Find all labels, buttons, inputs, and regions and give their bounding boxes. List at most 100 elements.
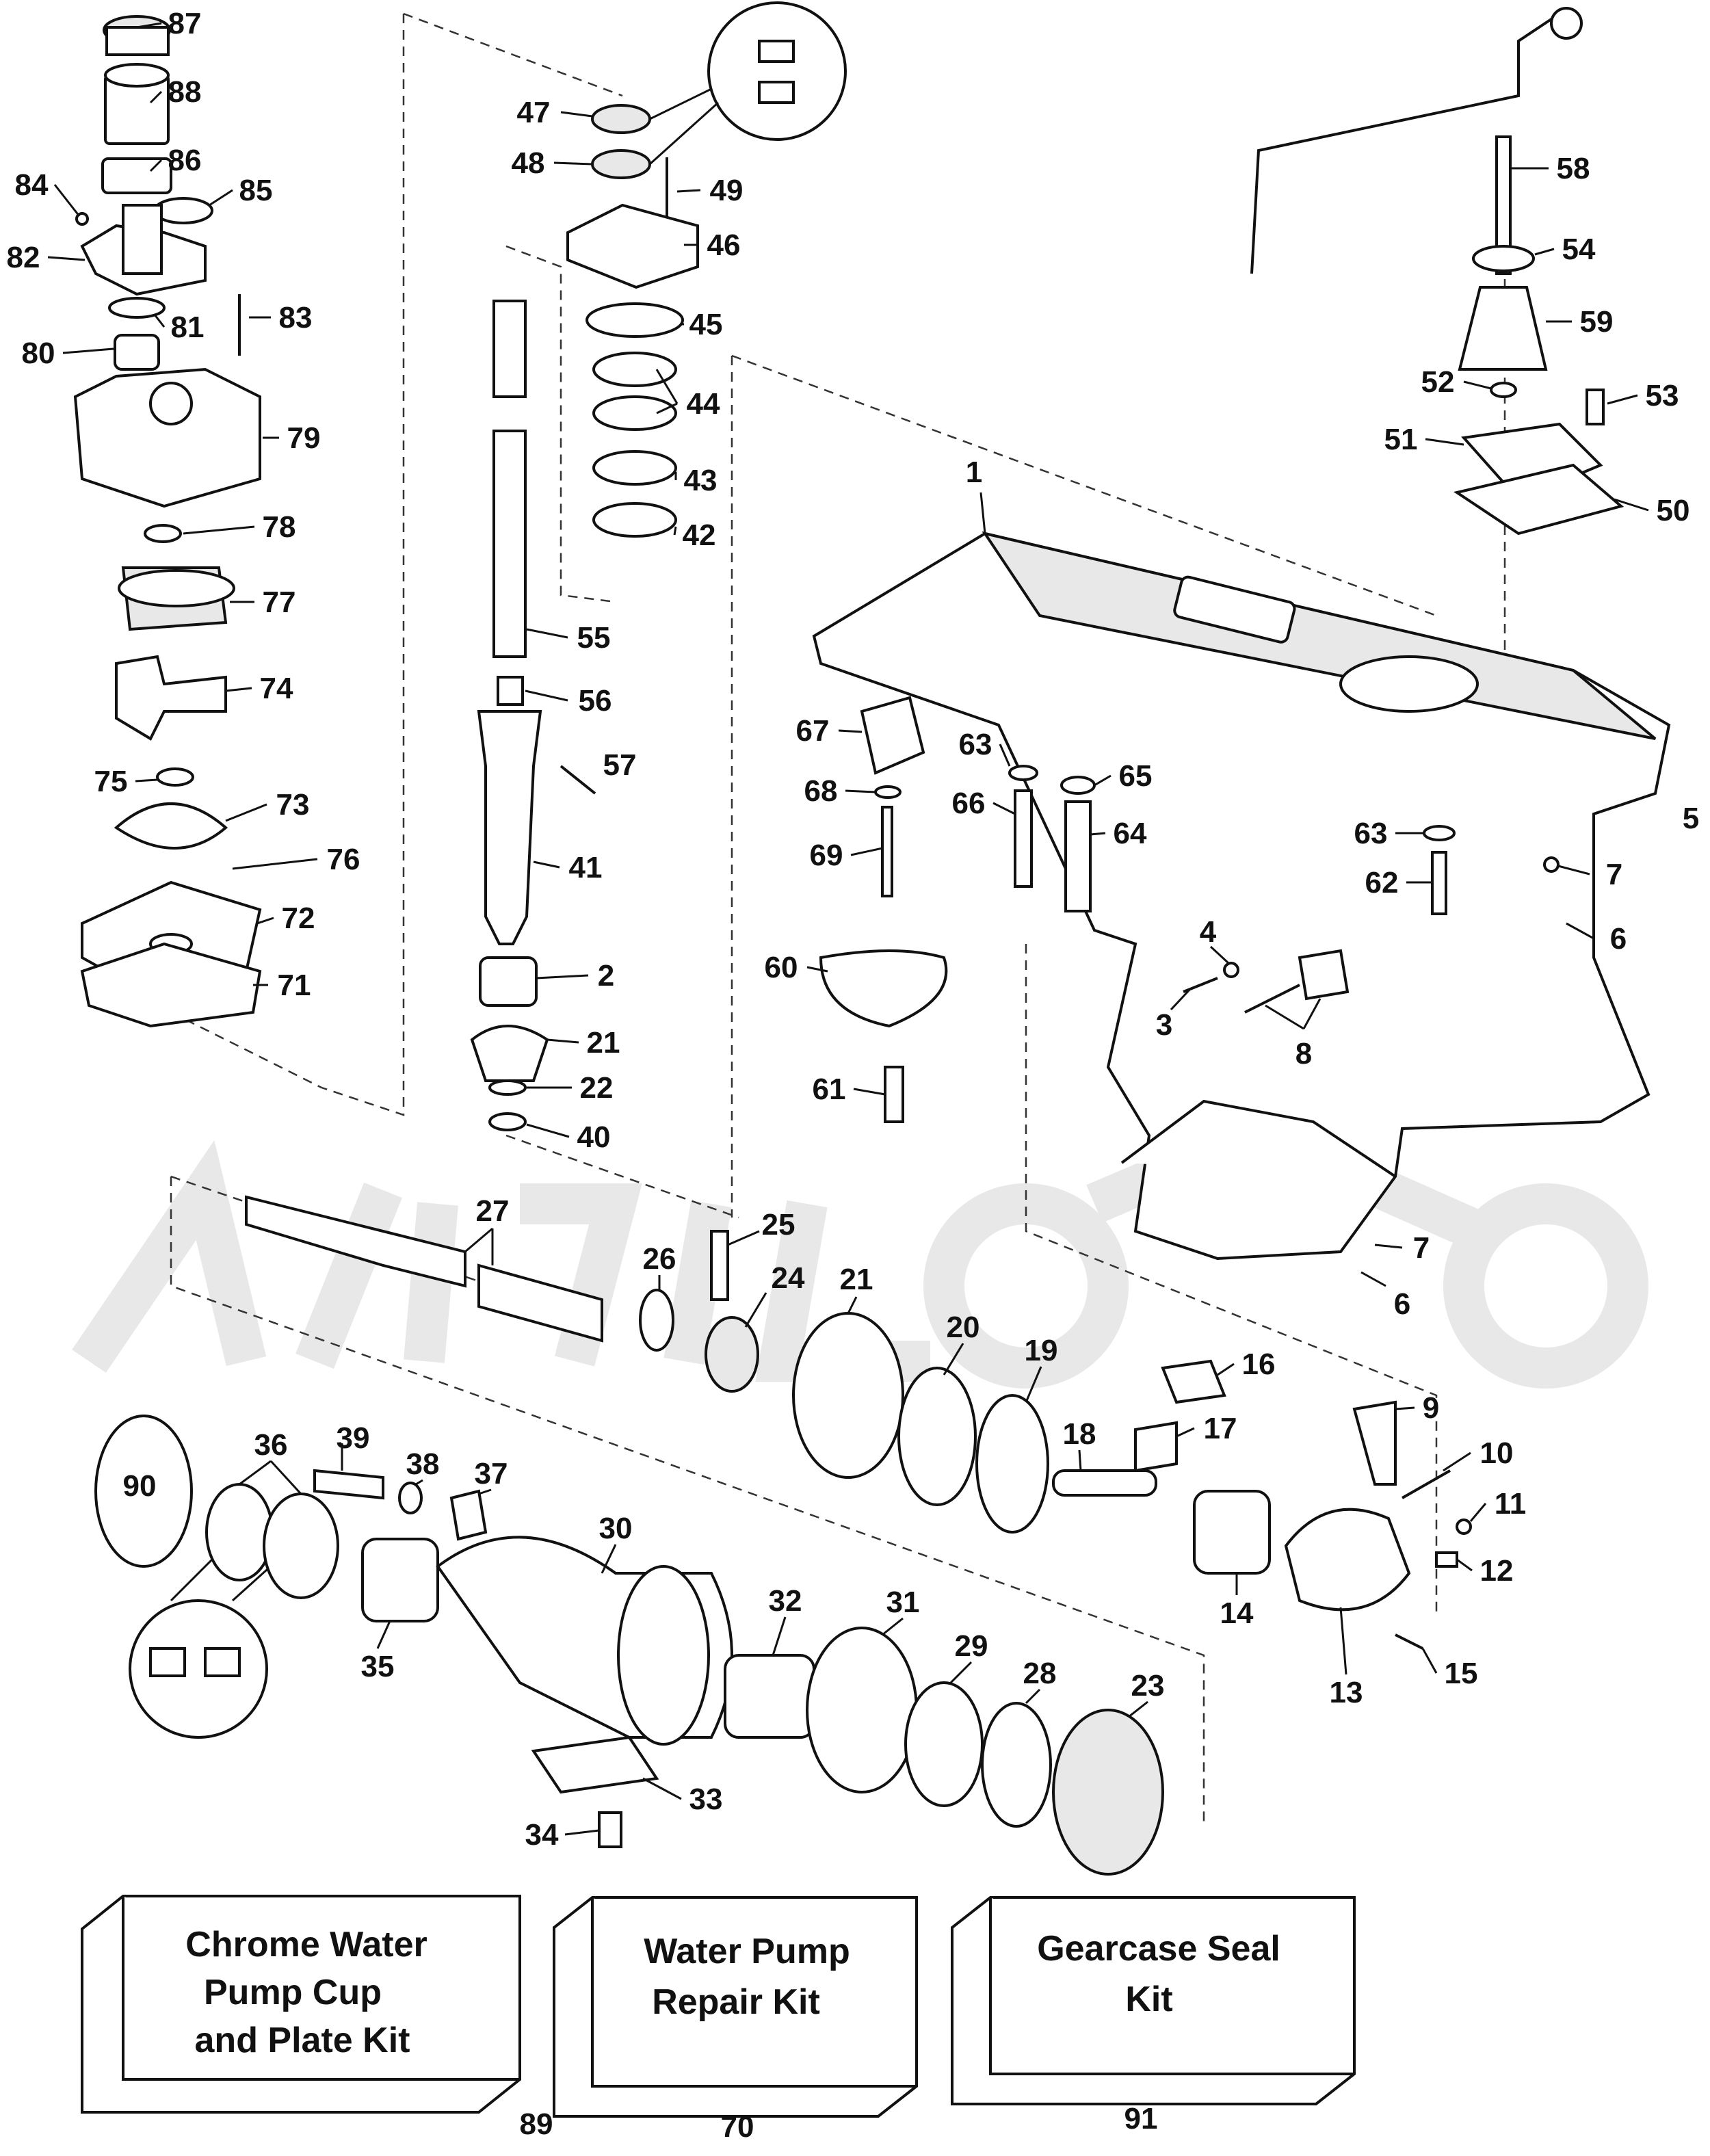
callout-77: 77 [263, 586, 296, 619]
callout-62: 62 [1365, 866, 1399, 899]
kit-91-number: 91 [1124, 2102, 1158, 2135]
seal-detail-callout-bottom [129, 1538, 302, 1739]
callout-51: 51 [1384, 423, 1418, 456]
callout-53: 53 [1646, 379, 1679, 412]
callout-11: 11 [1495, 1487, 1527, 1521]
kit-89-number: 89 [520, 2107, 553, 2141]
callout-75: 75 [94, 765, 128, 798]
kit-89-line-3: and Plate Kit [195, 2021, 410, 2060]
callout-50: 50 [1657, 494, 1690, 527]
callout-47: 47 [517, 96, 551, 129]
callout-32: 32 [769, 1584, 802, 1618]
callout-44: 44 [687, 387, 720, 421]
callout-26: 26 [643, 1242, 676, 1276]
kit-70-line-2: Repair Kit [652, 1982, 820, 2022]
callout-27: 27 [476, 1194, 510, 1228]
misc-hardware [819, 696, 1560, 1123]
callout-8: 8 [1295, 1037, 1312, 1070]
kit-box-70: Water Pump Repair Kit 70 [553, 1896, 918, 2144]
seal-detail-callout-top [648, 1, 847, 166]
callout-16: 16 [1242, 1348, 1276, 1381]
kit-89-line-2: Pump Cup [204, 1973, 382, 2012]
callout-42: 42 [683, 518, 716, 552]
callout-54: 54 [1562, 233, 1596, 266]
callout-31: 31 [886, 1586, 920, 1619]
callout-46: 46 [707, 228, 741, 262]
callout-10: 10 [1480, 1436, 1514, 1470]
callout-13: 13 [1330, 1676, 1363, 1709]
callout-69: 69 [810, 839, 843, 872]
callout-81: 81 [171, 311, 205, 344]
callout-57: 57 [603, 748, 637, 782]
callout-60: 60 [765, 951, 798, 984]
bearing-carrier-row [94, 1415, 1164, 1876]
callout-23: 23 [1131, 1669, 1165, 1703]
kit-70-number: 70 [721, 2110, 754, 2144]
callout-61: 61 [813, 1073, 846, 1106]
callout-56: 56 [579, 684, 612, 718]
callout-33: 33 [689, 1783, 723, 1816]
callout-12: 12 [1480, 1554, 1514, 1588]
callout-74: 74 [260, 672, 293, 705]
callout-63: 63 [1354, 817, 1388, 850]
callout-88: 88 [168, 75, 202, 109]
callout-66: 66 [952, 787, 986, 820]
leader-lines [47, 22, 1649, 1836]
kit-91-line-1: Gearcase Seal [1037, 1929, 1280, 1969]
callout-52: 52 [1421, 365, 1455, 399]
callout-29: 29 [955, 1629, 988, 1663]
callout-49: 49 [710, 174, 744, 207]
callout-59: 59 [1580, 305, 1614, 339]
callout-64: 64 [1114, 817, 1147, 850]
callout-28: 28 [1023, 1657, 1057, 1690]
callout-7: 7 [1606, 858, 1622, 891]
callout-30: 30 [599, 1512, 633, 1545]
callout-19: 19 [1025, 1334, 1058, 1367]
callout-68: 68 [804, 774, 838, 808]
callout-25: 25 [762, 1208, 795, 1241]
kit-89-line-1: Chrome Water [185, 1925, 427, 1964]
callout-7: 7 [1413, 1231, 1430, 1265]
callout-83: 83 [279, 301, 313, 334]
callout-72: 72 [282, 902, 315, 935]
shift-rod-column [1250, 7, 1625, 536]
callout-65: 65 [1119, 759, 1153, 793]
callout-22: 22 [580, 1071, 614, 1105]
callout-90: 90 [123, 1469, 157, 1503]
callout-63: 63 [959, 728, 992, 761]
callout-5: 5 [1683, 802, 1699, 835]
callout-87: 87 [168, 7, 202, 40]
callout-39: 39 [337, 1421, 370, 1455]
callout-20: 20 [947, 1311, 980, 1344]
kit-91-line-2: Kit [1125, 1980, 1172, 2019]
callout-40: 40 [577, 1120, 611, 1154]
callout-9: 9 [1423, 1391, 1439, 1425]
callout-3: 3 [1156, 1008, 1172, 1042]
callout-36: 36 [254, 1428, 288, 1462]
callout-71: 71 [278, 969, 311, 1002]
callout-43: 43 [684, 464, 718, 497]
callout-2: 2 [598, 959, 614, 992]
callout-15: 15 [1445, 1657, 1478, 1690]
callout-1: 1 [966, 456, 982, 489]
callout-38: 38 [406, 1447, 440, 1481]
driveshaft-column [470, 104, 699, 1131]
callout-21: 21 [840, 1263, 873, 1296]
callout-6: 6 [1610, 922, 1627, 956]
callout-45: 45 [689, 308, 723, 341]
callout-73: 73 [276, 788, 310, 821]
kit-box-91: Gearcase Seal Kit 91 [951, 1896, 1356, 2135]
callout-14: 14 [1220, 1596, 1254, 1630]
callout-48: 48 [512, 146, 545, 180]
callout-4: 4 [1200, 915, 1217, 949]
kit-box-89: Chrome Water Pump Cup and Plate Kit 89 [81, 1895, 553, 2141]
callout-82: 82 [7, 241, 40, 274]
callout-76: 76 [327, 843, 360, 876]
callout-55: 55 [577, 621, 611, 655]
kit-70-line-1: Water Pump [644, 1932, 850, 1971]
callout-17: 17 [1204, 1412, 1237, 1445]
callout-67: 67 [796, 714, 830, 748]
propshaft-gear-row [245, 1195, 1472, 1650]
callout-86: 86 [168, 144, 202, 177]
